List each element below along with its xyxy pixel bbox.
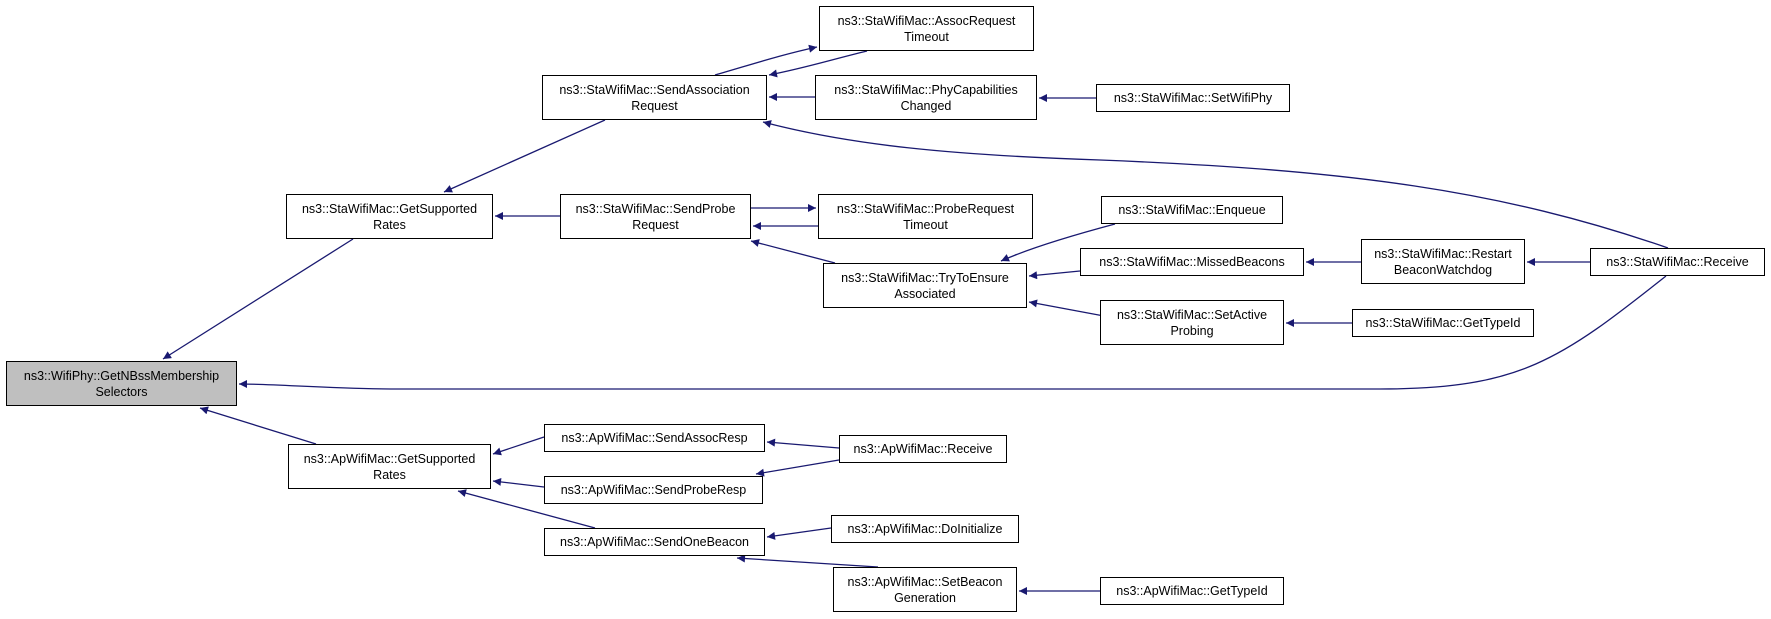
edge-sta-sendassoc-to-sta-assoctimeout bbox=[714, 44, 818, 76]
node-label-line: ns3::StaWifiMac::MissedBeacons bbox=[1099, 255, 1285, 269]
node-label-line: ns3::StaWifiMac::SendProbe bbox=[575, 201, 736, 216]
edge-sta-getsup-to-root bbox=[162, 238, 354, 360]
node-ap-sendassocresp[interactable]: ns3::ApWifiMac::SendAssocResp bbox=[544, 424, 765, 452]
node-label-line: ns3::StaWifiMac::SendAssociation bbox=[559, 82, 750, 97]
node-label-line: ns3::ApWifiMac::SendAssocResp bbox=[561, 431, 748, 445]
node-sta-missedbeacons[interactable]: ns3::StaWifiMac::MissedBeacons bbox=[1080, 248, 1304, 276]
node-label-line: Probing bbox=[1170, 323, 1214, 338]
node-label-line: ns3::StaWifiMac::GetSupported bbox=[301, 201, 478, 216]
node-label-line: ns3::ApWifiMac::Receive bbox=[853, 442, 993, 456]
node-label-line: ns3::ApWifiMac::GetSupported bbox=[303, 451, 476, 466]
node-sta-receive[interactable]: ns3::StaWifiMac::Receive bbox=[1590, 248, 1765, 276]
edge-ap-sendassocresp-to-ap-getsup bbox=[492, 436, 545, 456]
node-label-line: Rates bbox=[373, 467, 406, 482]
node-sta-setactiveprobing[interactable]: ns3::StaWifiMac::SetActive Probing bbox=[1100, 300, 1284, 345]
node-ap-doinitialize[interactable]: ns3::ApWifiMac::DoInitialize bbox=[831, 515, 1019, 543]
node-label-line: ns3::ApWifiMac::SendOneBeacon bbox=[560, 535, 749, 549]
edge-sta-assoctimeout-to-sta-sendassoc bbox=[768, 50, 868, 78]
edge-sta-receive-to-root bbox=[238, 275, 1667, 390]
node-sta-trytoensureassociated[interactable]: ns3::StaWifiMac::TryToEnsure Associated bbox=[823, 263, 1027, 308]
node-label-line: Request bbox=[631, 98, 678, 113]
node-label-line: ns3::ApWifiMac::DoInitialize bbox=[847, 522, 1003, 536]
node-label-line: Request bbox=[632, 217, 679, 232]
node-label-line: Generation bbox=[894, 590, 956, 605]
node-label-line: BeaconWatchdog bbox=[1393, 262, 1493, 277]
edge-ap-sendonebeacon-to-ap-getsup bbox=[457, 489, 596, 529]
node-sta-sendassociationrequest[interactable]: ns3::StaWifiMac::SendAssociation Request bbox=[542, 75, 767, 120]
node-sta-proberequesttimeout[interactable]: ns3::StaWifiMac::ProbeRequest Timeout bbox=[818, 194, 1033, 239]
edge-ap-getsup-to-root bbox=[199, 406, 317, 445]
node-sta-setwifiphy[interactable]: ns3::StaWifiMac::SetWifiPhy bbox=[1096, 84, 1290, 112]
node-label-line: ns3::StaWifiMac::SetActive bbox=[1116, 307, 1268, 322]
node-label-line: ns3::StaWifiMac::AssocRequest bbox=[837, 13, 1016, 28]
node-ap-receive[interactable]: ns3::ApWifiMac::Receive bbox=[839, 435, 1007, 463]
node-label-line: ns3::ApWifiMac::SetBeacon bbox=[847, 574, 1003, 589]
node-ap-gettypeid[interactable]: ns3::ApWifiMac::GetTypeId bbox=[1100, 577, 1284, 605]
edge-ap-sendproberesp-to-ap-getsup bbox=[492, 477, 545, 488]
node-label-line: Timeout bbox=[903, 217, 948, 232]
node-ap-setbeacongeneration[interactable]: ns3::ApWifiMac::SetBeacon Generation bbox=[833, 567, 1017, 612]
edge-sta-trytoensure-to-sta-sendprobe bbox=[750, 239, 836, 264]
node-sta-assocrequesttimeout[interactable]: ns3::StaWifiMac::AssocRequest Timeout bbox=[819, 6, 1034, 51]
edge-sta-receive-to-sta-sendassoc bbox=[762, 120, 1669, 249]
node-sta-getsupportedrates[interactable]: ns3::StaWifiMac::GetSupported Rates bbox=[286, 194, 493, 239]
node-label-line: ns3::StaWifiMac::Restart bbox=[1374, 246, 1512, 261]
node-ap-sendproberesp[interactable]: ns3::ApWifiMac::SendProbeResp bbox=[544, 476, 763, 504]
node-label-line: Associated bbox=[894, 286, 956, 301]
node-sta-gettypeid[interactable]: ns3::StaWifiMac::GetTypeId bbox=[1352, 309, 1534, 337]
node-label-line: ns3::StaWifiMac::Receive bbox=[1606, 255, 1749, 269]
node-label-line: ns3::StaWifiMac::SetWifiPhy bbox=[1113, 91, 1273, 105]
node-label-line: Changed bbox=[900, 98, 952, 113]
node-label-line: Rates bbox=[373, 217, 406, 232]
edge-sta-setactive-to-sta-trytoensure bbox=[1028, 299, 1105, 317]
node-ap-getsupportedrates[interactable]: ns3::ApWifiMac::GetSupported Rates bbox=[288, 444, 491, 489]
node-label-line: ns3::ApWifiMac::GetTypeId bbox=[1116, 584, 1268, 598]
edge-ap-setbeacon-to-ap-sendonebeacon bbox=[736, 554, 879, 568]
edge-ap-doinit-to-ap-sendonebeacon bbox=[766, 527, 832, 540]
node-label-line: ns3::StaWifiMac::TryToEnsure bbox=[841, 270, 1009, 285]
node-label-line: ns3::WifiPhy::GetNBssMembership bbox=[23, 368, 220, 383]
node-sta-enqueue[interactable]: ns3::StaWifiMac::Enqueue bbox=[1101, 196, 1283, 224]
node-ap-sendonebeacon[interactable]: ns3::ApWifiMac::SendOneBeacon bbox=[544, 528, 765, 556]
edge-sta-sendassoc-to-sta-getsup bbox=[443, 119, 606, 193]
edge-ap-receive-to-ap-sendproberesp bbox=[755, 459, 840, 477]
edge-sta-missed-to-sta-trytoensure bbox=[1028, 270, 1081, 280]
node-wifiphy-getnbssmembership-selectors: ns3::WifiPhy::GetNBssMembership Selector… bbox=[6, 361, 237, 406]
node-label-line: ns3::StaWifiMac::GetTypeId bbox=[1365, 316, 1521, 330]
node-label-line: ns3::ApWifiMac::SendProbeResp bbox=[560, 483, 747, 497]
edge-sta-enqueue-to-sta-trytoensure bbox=[1000, 223, 1116, 262]
node-sta-sendproberequest[interactable]: ns3::StaWifiMac::SendProbe Request bbox=[560, 194, 751, 239]
node-label-line: ns3::StaWifiMac::PhyCapabilities bbox=[834, 82, 1018, 97]
edge-ap-receive-to-ap-sendassocresp bbox=[766, 438, 840, 449]
node-label-line: ns3::StaWifiMac::Enqueue bbox=[1118, 203, 1266, 217]
node-label-line: Selectors bbox=[95, 384, 148, 399]
node-sta-restartbeaconwatchdog[interactable]: ns3::StaWifiMac::Restart BeaconWatchdog bbox=[1361, 239, 1525, 284]
node-label-line: Timeout bbox=[904, 29, 949, 44]
node-sta-phycapabilitieschanged[interactable]: ns3::StaWifiMac::PhyCapabilities Changed bbox=[815, 75, 1037, 120]
node-label-line: ns3::StaWifiMac::ProbeRequest bbox=[836, 201, 1015, 216]
